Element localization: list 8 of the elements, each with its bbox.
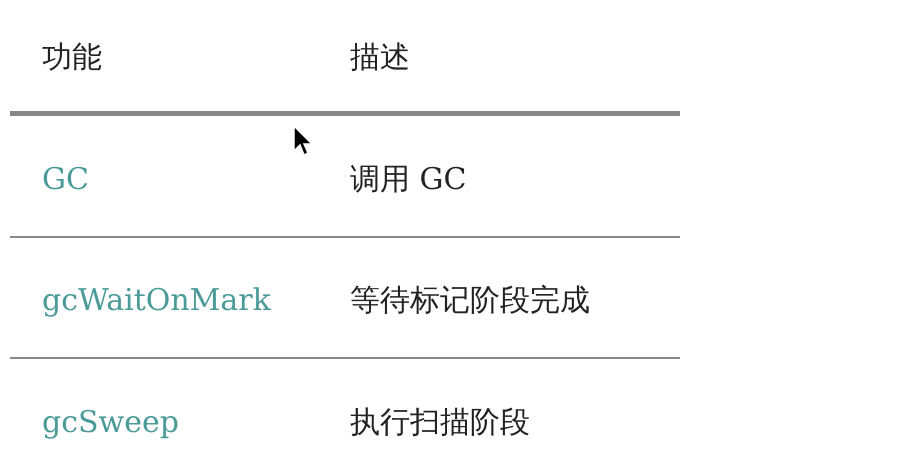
function-name: GC bbox=[42, 162, 89, 198]
description-text: 调用 GC bbox=[350, 162, 466, 198]
function-name: gcWaitOnMark bbox=[42, 283, 271, 319]
description-text: 执行扫描阶段 bbox=[350, 405, 530, 441]
column-header: 描述 bbox=[350, 40, 410, 76]
column-header: 功能 bbox=[42, 40, 102, 76]
function-name: gcSweep bbox=[42, 405, 179, 441]
description-text: 等待标记阶段完成 bbox=[350, 283, 590, 319]
